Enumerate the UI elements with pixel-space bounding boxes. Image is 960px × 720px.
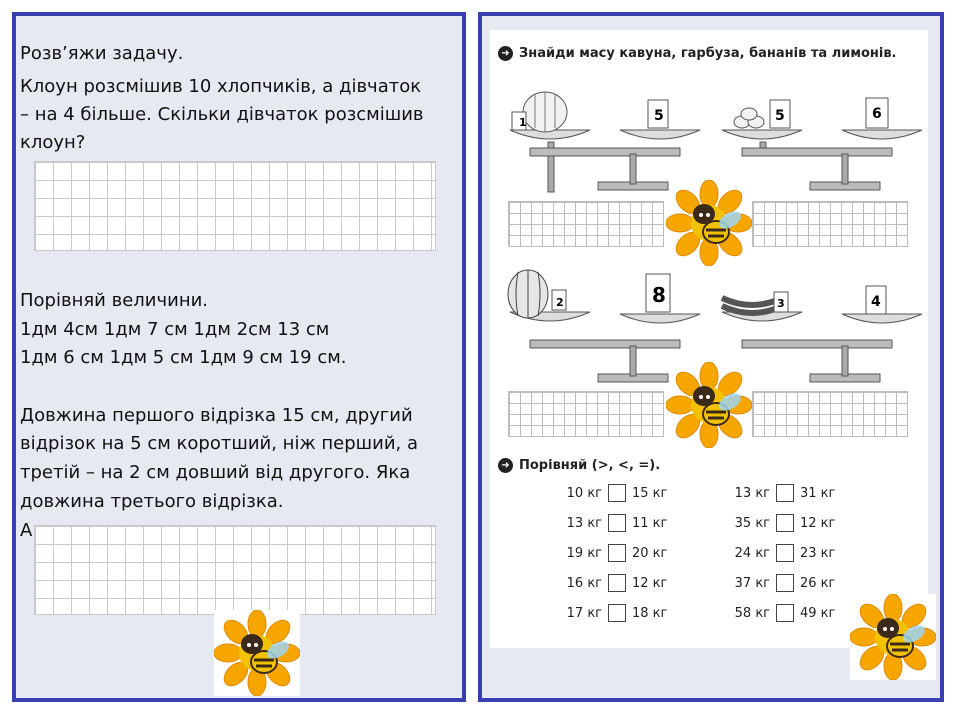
answer-grid-2[interactable]: [34, 525, 436, 615]
compare-right-value: 12 кг: [632, 575, 668, 591]
task1-line-2: – на 4 більше. Скільки дівчаток розсміши…: [20, 104, 424, 125]
compare-row: 10 кг 15 кг: [556, 484, 667, 502]
compare-left-value: 58 кг: [734, 605, 770, 621]
scale-lemons: [721, 97, 923, 191]
compare-answer-box[interactable]: [608, 574, 626, 592]
compare-answer-box[interactable]: [608, 514, 626, 532]
task2-title: Порівняй величини.: [20, 290, 209, 311]
task3-line-4: довжина третього відрізка.: [20, 491, 284, 512]
compare-row: 58 кг 49 кг: [724, 604, 835, 622]
arrow-bullet-icon: ➜: [498, 46, 513, 61]
compare-row: 13 кг 11 кг: [556, 514, 667, 532]
answer-grid-lemons[interactable]: [752, 201, 908, 247]
task3-line-3: третій – на 2 см довший від другого. Яка: [20, 462, 411, 483]
compare-row: 17 кг 18 кг: [556, 604, 667, 622]
compare-row: 37 кг 26 кг: [724, 574, 835, 592]
weight-label-s3-right: 8: [652, 283, 666, 307]
compare-row: 35 кг 12 кг: [724, 514, 835, 532]
weight-label-s2-left: 5: [775, 108, 785, 124]
compare-answer-box[interactable]: [608, 604, 626, 622]
bee-flower-icon: [665, 361, 753, 449]
task2-line-2: 1дм 6 см 1дм 5 см 1дм 9 см 19 см.: [20, 347, 347, 368]
bee-flower-icon: [213, 609, 301, 697]
compare-answer-box[interactable]: [608, 484, 626, 502]
compare-left-value: 37 кг: [734, 575, 770, 591]
task3-line-1: Довжина першого відрізка 15 см, другий: [20, 405, 413, 426]
compare-answer-box[interactable]: [776, 514, 794, 532]
compare-answer-box[interactable]: [776, 574, 794, 592]
compare-row: 24 кг 23 кг: [724, 544, 835, 562]
bee-flower-icon: [849, 593, 937, 681]
task3-answer-start: А: [20, 520, 33, 541]
compare-row: 13 кг 31 кг: [724, 484, 835, 502]
compare-row: 19 кг 20 кг: [556, 544, 667, 562]
task1-line-3: клоун?: [20, 132, 86, 153]
weight-label-s1-left: 1: [519, 116, 527, 129]
task2-line-1: 1дм 4см 1дм 7 см 1дм 2см 13 см: [20, 319, 330, 340]
compare-left-value: 10 кг: [566, 485, 602, 501]
compare-left-value: 17 кг: [566, 605, 602, 621]
scales-row-2: 2 8 3 4: [507, 269, 923, 383]
bee-flower-icon: [665, 179, 753, 267]
scale-bananas: [720, 285, 923, 383]
arrow-bullet-icon: ➜: [498, 458, 513, 473]
compare-right-value: 11 кг: [632, 515, 668, 531]
answer-grid-bananas[interactable]: [752, 391, 908, 437]
heading-find-mass: ➜ Знайди масу кавуна, гарбуза, бананів та…: [498, 46, 896, 61]
compare-left-value: 35 кг: [734, 515, 770, 531]
compare-left-value: 16 кг: [566, 575, 602, 591]
heading-find-mass-text: Знайди масу кавуна, гарбуза, бананів та …: [519, 46, 897, 61]
compare-right-value: 49 кг: [800, 605, 836, 621]
compare-right-value: 23 кг: [800, 545, 836, 561]
weight-label-s4-right: 4: [871, 294, 881, 310]
compare-answer-box[interactable]: [776, 484, 794, 502]
compare-right-value: 15 кг: [632, 485, 668, 501]
compare-left-value: 13 кг: [566, 515, 602, 531]
compare-right-value: 31 кг: [800, 485, 836, 501]
compare-answer-box[interactable]: [776, 544, 794, 562]
task1-line-1: Клоун розсмішив 10 хлопчиків, а дівчаток: [20, 76, 422, 97]
scale-pumpkin: [509, 91, 701, 193]
scale-watermelon: [507, 269, 701, 383]
weight-label-s1-right: 5: [654, 108, 664, 124]
scales-row-1: 1 5 5 6: [509, 91, 923, 193]
task1-title: Розв’яжи задачу.: [20, 43, 184, 64]
heading-compare: ➜ Порівняй (>, <, =).: [498, 458, 660, 473]
compare-right-value: 12 кг: [800, 515, 836, 531]
compare-left-value: 19 кг: [566, 545, 602, 561]
answer-grid-pumpkin[interactable]: [508, 201, 664, 247]
answer-grid-1[interactable]: [34, 161, 436, 251]
compare-row: 16 кг 12 кг: [556, 574, 667, 592]
weight-label-s3-left: 2: [556, 296, 564, 309]
compare-right-value: 18 кг: [632, 605, 668, 621]
compare-right-value: 26 кг: [800, 575, 836, 591]
answer-grid-watermelon[interactable]: [508, 391, 664, 437]
heading-compare-text: Порівняй (>, <, =).: [519, 458, 661, 473]
weight-label-s4-left: 3: [777, 297, 785, 310]
compare-left-value: 13 кг: [734, 485, 770, 501]
weight-label-s2-right: 6: [872, 106, 882, 122]
compare-answer-box[interactable]: [608, 544, 626, 562]
compare-answer-box[interactable]: [776, 604, 794, 622]
task3-line-2: відрізок на 5 см коротший, ніж перший, а: [20, 433, 418, 454]
compare-right-value: 20 кг: [632, 545, 668, 561]
compare-left-value: 24 кг: [734, 545, 770, 561]
